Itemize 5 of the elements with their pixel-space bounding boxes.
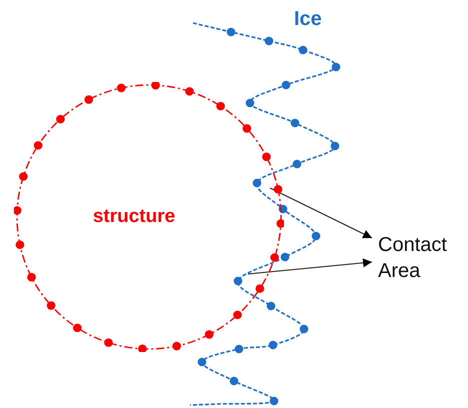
contact-area-label: Contact Area — [378, 233, 448, 284]
arrow — [248, 258, 372, 274]
structure-label: structure — [92, 206, 176, 228]
ice-label: Ice — [294, 8, 322, 31]
arrow — [270, 188, 372, 238]
